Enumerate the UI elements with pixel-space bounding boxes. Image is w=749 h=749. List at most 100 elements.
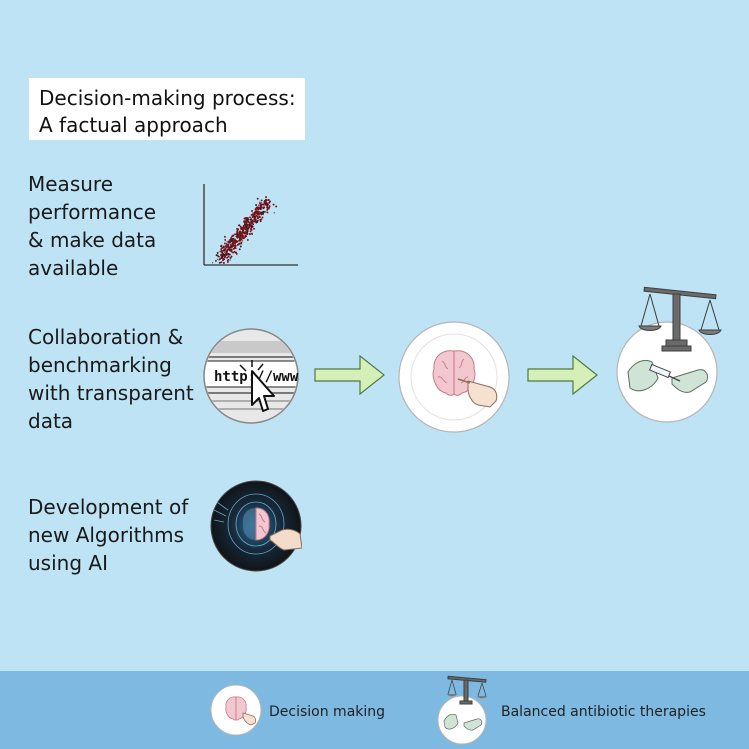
scatter-dot <box>230 244 232 246</box>
scatter-dot <box>216 258 218 260</box>
scatter-dot <box>260 203 263 206</box>
scatter-dot <box>237 233 240 236</box>
scatter-dot <box>255 204 258 206</box>
scatter-dot <box>273 212 275 214</box>
title-line-2: A factual approach <box>39 113 228 137</box>
scatter-dot <box>238 236 241 239</box>
title-line-1: Decision-making process: <box>39 86 296 110</box>
scatter-dot <box>254 210 257 213</box>
scatter-dot <box>226 248 229 251</box>
scatter-dot <box>221 255 224 258</box>
scatter-dot <box>257 212 260 215</box>
scatter-dot <box>252 223 255 226</box>
scatter-dot <box>238 239 240 242</box>
scatter-dot <box>230 237 233 239</box>
scatter-dot <box>253 227 255 230</box>
scatter-dot <box>246 238 249 241</box>
scatter-dot <box>223 235 226 238</box>
scatter-dot <box>249 222 252 225</box>
scatter-dot <box>249 219 251 221</box>
scatter-dot <box>246 227 248 229</box>
scatter-dot <box>231 235 234 238</box>
scatter-dot <box>244 232 247 235</box>
scatter-dot <box>234 233 237 236</box>
arrow-right-icon <box>527 354 598 396</box>
scatter-dot <box>247 233 249 235</box>
scatter-dot <box>229 248 232 251</box>
scatter-dot <box>256 221 259 224</box>
scatter-dot <box>237 235 240 238</box>
scatter-dot <box>224 238 227 241</box>
scatter-dot <box>242 225 245 228</box>
scatter-dot <box>233 248 235 250</box>
scatter-dot <box>245 230 248 233</box>
scatter-dot <box>265 196 268 199</box>
scatter-dot <box>228 247 230 249</box>
scatter-dot <box>251 216 254 219</box>
scatter-dot <box>232 251 235 254</box>
scatter-dot <box>251 225 254 228</box>
scatter-dot <box>243 220 246 223</box>
scatter-dot <box>231 246 233 248</box>
scatter-dot <box>260 213 263 216</box>
scatter-dot <box>252 212 254 214</box>
scatter-dot <box>244 235 246 237</box>
scatter-dot <box>241 231 244 234</box>
scatter-dot <box>239 230 242 233</box>
scatter-dot <box>267 199 270 202</box>
scatter-dot <box>259 208 262 211</box>
scatter-dot <box>255 214 258 217</box>
scatter-dot <box>268 201 271 204</box>
scatter-dot <box>225 243 228 245</box>
scatter-dot <box>257 206 260 209</box>
scatter-dot <box>226 261 229 263</box>
scatter-dot <box>220 244 223 247</box>
scatter-dot <box>266 211 269 214</box>
scatter-dot <box>241 235 244 238</box>
scatter-dot <box>244 231 246 233</box>
scatter-dot <box>226 241 228 243</box>
scatter-dot <box>250 232 253 235</box>
scatter-dot <box>245 225 248 228</box>
scatter-dot <box>234 242 237 245</box>
scatter-dot <box>247 218 250 221</box>
scatter-dot <box>268 205 271 208</box>
scatter-dot <box>252 222 254 224</box>
scatter-dot <box>249 230 252 233</box>
scatter-dot <box>252 219 254 221</box>
scatter-dot <box>253 212 256 215</box>
scatter-dot <box>230 255 233 258</box>
scatter-dot <box>229 239 231 241</box>
scatter-dot <box>250 220 253 223</box>
scatter-dot <box>248 221 251 224</box>
scatter-dot <box>249 216 251 219</box>
scatter-dot <box>233 250 236 253</box>
scatter-dot <box>238 224 241 227</box>
scatter-dot <box>234 247 237 250</box>
scatter-dot <box>242 240 244 242</box>
scatter-dot <box>227 241 230 243</box>
scatter-dot <box>226 252 229 255</box>
scatter-dot <box>247 226 250 229</box>
scatter-dot <box>222 257 225 260</box>
scatter-dot <box>251 209 253 212</box>
scatter-dot <box>236 243 239 246</box>
legend-decision-label: Decision making <box>269 704 386 720</box>
scatter-dot <box>225 250 228 253</box>
scatter-dot <box>266 206 268 208</box>
scatter-dot <box>225 246 227 248</box>
scatter-dot <box>230 239 233 242</box>
scatter-dot <box>235 232 238 235</box>
scatter-dot <box>233 246 235 248</box>
scatter-dot <box>239 225 242 228</box>
scatter-dot <box>240 227 243 229</box>
scatter-dot <box>260 199 263 202</box>
scatter-dot <box>245 217 248 219</box>
scatter-dot <box>235 240 238 243</box>
scatter-dot <box>212 262 214 264</box>
scatter-dot <box>235 236 237 238</box>
scatter-dot <box>249 233 251 235</box>
scatter-dot <box>275 205 278 208</box>
scatter-dot <box>240 238 243 241</box>
scatter-dot <box>259 202 261 205</box>
